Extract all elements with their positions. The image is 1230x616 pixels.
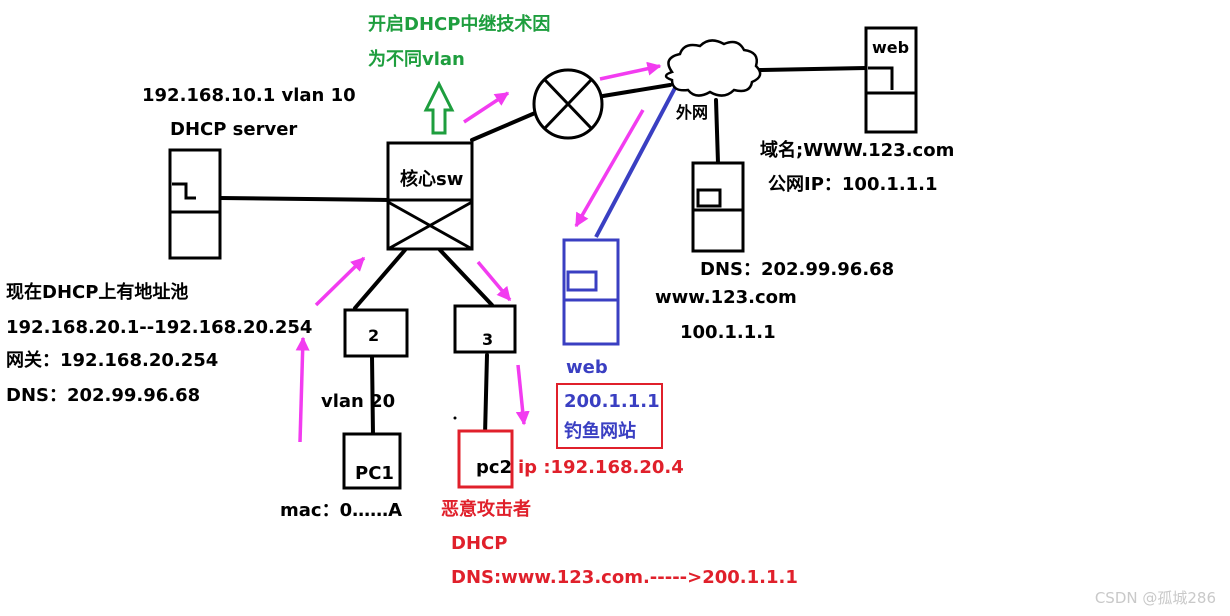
link-cloud-to-web xyxy=(758,66,868,72)
web-server-icon xyxy=(864,26,918,134)
flow-arrow-router-to-cloud xyxy=(599,61,662,81)
web-public-ip-label: 公网IP：100.1.1.1 xyxy=(768,174,938,195)
attacker-service: DHCP xyxy=(451,533,508,554)
core-switch-label: 核心sw xyxy=(400,169,464,190)
dns-server-label: DNS：202.99.96.68 xyxy=(700,259,895,280)
link-core-to-port2 xyxy=(353,248,407,310)
flow-arrow-cloud-to-phishing xyxy=(574,109,645,228)
router-icon xyxy=(532,68,604,140)
phishing-desc-label: 钓鱼网站 xyxy=(564,421,636,442)
internet-cloud-icon xyxy=(664,39,762,97)
internet-label: 外网 xyxy=(676,103,709,122)
pool-range: 192.168.20.1--192.168.20.254 xyxy=(6,317,313,338)
pc2-label: pc2 xyxy=(476,457,513,478)
watermark: CSDN @孤城286 xyxy=(1094,589,1216,607)
link-port3-to-pc2 xyxy=(483,353,489,437)
pool-dns: DNS：202.99.96.68 xyxy=(6,385,201,406)
web-domain-label: 域名;WWW.123.com xyxy=(760,140,955,161)
link-lines xyxy=(218,66,868,437)
attacker-dns-rule: DNS:www.123.com.----->200.1.1.1 xyxy=(451,567,798,588)
flow-arrow-to-core xyxy=(314,256,366,307)
stray-dot xyxy=(453,416,457,420)
phishing-info-box xyxy=(556,383,663,449)
dhcp-server-icon xyxy=(168,148,222,260)
flow-arrow-core-to-router xyxy=(463,91,510,124)
pc1-label: PC1 xyxy=(355,463,394,484)
flow-arrows xyxy=(295,61,662,443)
link-dhcp-to-core xyxy=(218,196,392,202)
link-core-to-port3 xyxy=(438,248,494,307)
link-cloud-to-phishing xyxy=(594,87,677,238)
phishing-web-server-icon xyxy=(562,238,620,346)
link-port2-to-pc1 xyxy=(370,354,375,437)
link-cloud-to-dns xyxy=(714,98,720,165)
pc2-box xyxy=(457,429,514,489)
port-2-box xyxy=(343,308,409,358)
dhcp-server-label: DHCP server xyxy=(170,119,298,140)
port-2-label: 2 xyxy=(368,326,380,345)
dns-record-name: www.123.com xyxy=(655,287,797,308)
web-server-label: web xyxy=(872,38,910,57)
pool-title: 现在DHCP上有地址池 xyxy=(6,282,189,303)
link-core-to-router xyxy=(470,111,537,142)
phishing-ip-label: 200.1.1.1 xyxy=(564,391,660,412)
pool-gateway: 网关：192.168.20.254 xyxy=(6,350,219,371)
phishing-web-label: web xyxy=(566,357,608,378)
relay-note-line1: 开启DHCP中继技术因 xyxy=(368,14,551,35)
relay-arrow-icon xyxy=(423,80,455,135)
port-3-box xyxy=(453,304,517,354)
relay-note-line2: 为不同vlan xyxy=(368,49,465,70)
pc1-box xyxy=(342,432,402,490)
gateway-vlan10-label: 192.168.10.1 vlan 10 xyxy=(142,85,356,106)
flow-arrow-core-to-port3 xyxy=(476,260,512,302)
port-3-label: 3 xyxy=(482,330,494,349)
vlan20-label: vlan 20 xyxy=(321,391,396,412)
attacker-title: 恶意攻击者 xyxy=(441,499,531,520)
flow-arrow-pc1-up xyxy=(295,336,310,443)
dns-record-ip: 100.1.1.1 xyxy=(680,322,776,343)
pc1-mac-label: mac：0……A xyxy=(280,500,403,521)
core-switch-icon xyxy=(386,141,474,251)
pc2-ip-label: ip :192.168.20.4 xyxy=(518,457,684,478)
dns-server-icon xyxy=(691,161,745,253)
link-router-to-cloud xyxy=(601,83,672,98)
flow-arrow-port3-to-pc2 xyxy=(515,364,530,426)
